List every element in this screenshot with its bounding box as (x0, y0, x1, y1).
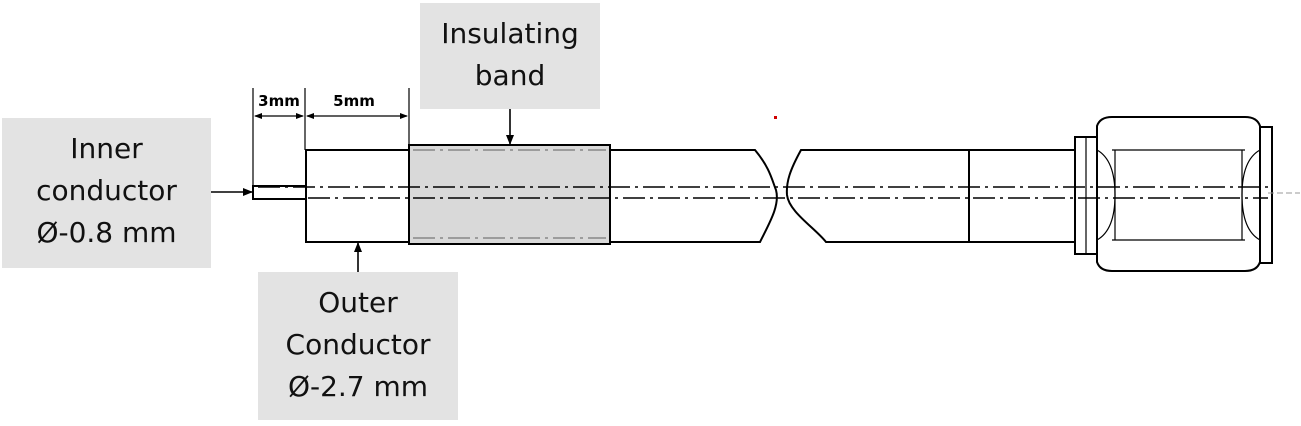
outer-conductor-label-line1: Outer (318, 286, 398, 319)
inner-conductor-label-line2: conductor (36, 174, 177, 207)
cable-body-right (785, 149, 970, 243)
cable-body-left (609, 149, 778, 243)
red-marker-dot (774, 116, 777, 119)
insulating-band (408, 144, 611, 245)
outer-conductor-label: Outer Conductor Ø-2.7 mm (258, 272, 458, 420)
inner-conductor-label-line3: Ø-0.8 mm (36, 216, 177, 249)
inner-conductor-label: Inner conductor Ø-0.8 mm (2, 118, 211, 268)
insulating-band-label-line2: band (474, 59, 546, 92)
connector-end-face (1259, 126, 1273, 264)
dim-label-3mm: 3mm (258, 92, 300, 110)
inner-conductor-label-line1: Inner (70, 132, 143, 165)
dim-label-5mm: 5mm (333, 92, 375, 110)
insulating-band-label: Insulating band (420, 3, 600, 109)
connector-sleeve (968, 149, 1076, 243)
outer-conductor-segment (305, 149, 411, 243)
inner-conductor-pin (252, 185, 308, 200)
insulating-band-label-line1: Insulating (441, 17, 579, 50)
outer-conductor-label-line2: Conductor (285, 328, 431, 361)
outer-conductor-label-line3: Ø-2.7 mm (287, 370, 429, 403)
hex-coupling-nut (1096, 116, 1261, 272)
